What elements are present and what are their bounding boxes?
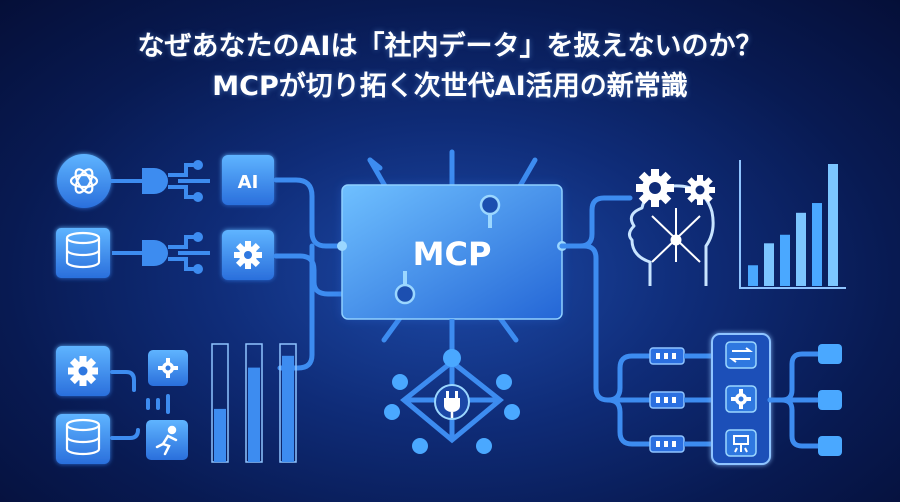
- cable-middle: [649, 391, 712, 409]
- person-running-icon: [146, 420, 188, 460]
- plug-icon: [434, 384, 470, 420]
- right-data-bus: [649, 333, 842, 465]
- hub-to-right-connectors: [559, 195, 653, 447]
- left-meter-fill-0: [214, 408, 226, 462]
- title-line-1: なぜあなたのAIは「社内データ」を扱えないのか？: [137, 31, 763, 62]
- left-top-group: AI: [57, 154, 274, 208]
- left-bottom-connectors: [110, 370, 170, 440]
- head-gear-left: [636, 169, 674, 207]
- arrows-exchange-icon: [725, 341, 757, 369]
- cable-top: [649, 347, 712, 365]
- left-to-hub-connectors: [273, 177, 348, 371]
- hub-label: MCP: [413, 235, 492, 273]
- right-bar-4: [812, 203, 822, 286]
- left-bottom-group: [56, 343, 297, 464]
- module-gear-icon: [725, 385, 757, 413]
- mcp-hub: MCP: [337, 149, 567, 343]
- brain-gears-icon: [627, 184, 715, 286]
- right-bar-3: [796, 212, 806, 286]
- gear-box-large: [56, 346, 110, 396]
- right-bar-0: [748, 265, 758, 286]
- module-data-icon: [725, 429, 757, 457]
- right-bar-1: [764, 243, 774, 286]
- cable-bottom: [649, 435, 712, 453]
- plug-connector-middle: [112, 232, 210, 274]
- openai-logo-icon: [57, 154, 111, 208]
- plug-network: [384, 319, 520, 454]
- plug-connector-top: [111, 160, 210, 202]
- database-icon: [56, 228, 110, 278]
- left-middle-group: [56, 228, 274, 280]
- left-meter-fill-1: [248, 367, 260, 462]
- gear-icon: [222, 230, 274, 280]
- left-bar-meters: [211, 343, 297, 463]
- bar-chart-icon: [739, 160, 846, 289]
- left-meter-fill-2: [282, 355, 294, 462]
- right-bar-2: [780, 234, 790, 286]
- small-gear-box: [148, 350, 188, 386]
- head-gear-right: [685, 175, 715, 205]
- right-bar-5: [828, 164, 838, 286]
- database-box-small: [56, 414, 110, 464]
- ai-box-label: AI: [238, 172, 259, 193]
- title-line-2: MCPが切り拓く次世代AI活用の新常識: [212, 71, 688, 102]
- ai-box: AI: [222, 155, 274, 205]
